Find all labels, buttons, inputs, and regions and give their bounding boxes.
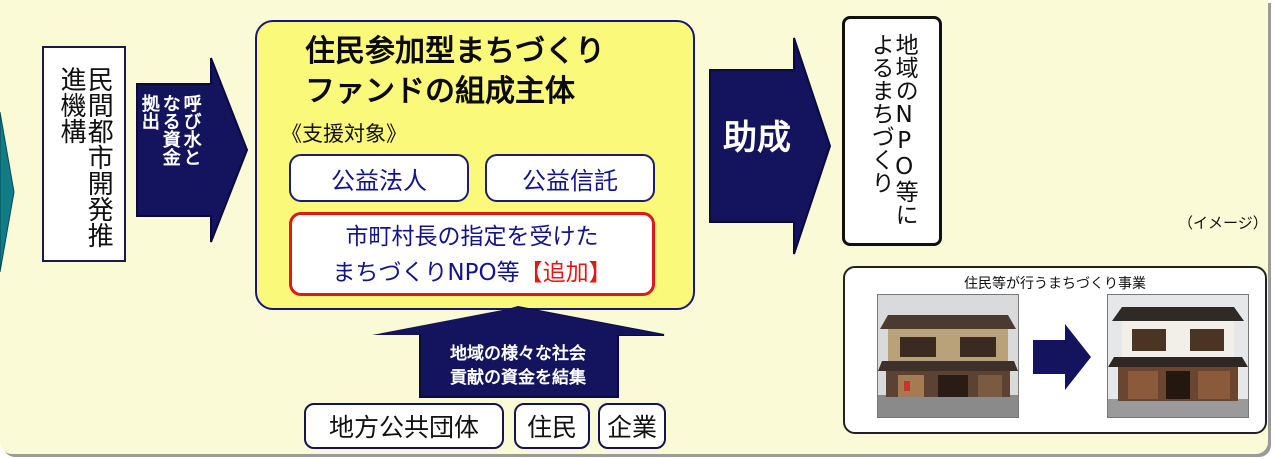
- before-house-image: [878, 295, 1018, 417]
- source-local-government: 地方公共団体: [304, 403, 504, 449]
- promoter-label: 民間都市開発推進機構: [56, 66, 114, 248]
- source-local-government-label: 地方公共団体: [328, 413, 479, 442]
- before-photo: [877, 294, 1019, 418]
- before-after-arrow: [1033, 324, 1091, 390]
- funding-collection-line2: 貢献の資金を結集: [450, 368, 586, 388]
- target-designated-npo-name: まちづくりNPO等: [332, 260, 520, 286]
- funding-collection-arrow: [372, 305, 665, 398]
- source-residents: 住民: [514, 403, 590, 449]
- target-public-corporation: 公益法人: [289, 154, 469, 202]
- target-designated-npo: 市町村長の指定を受けた まちづくりNPO等【追加】: [289, 212, 655, 296]
- after-photo: [1107, 294, 1249, 418]
- after-house-image: [1108, 295, 1248, 417]
- grant-arrow: [709, 37, 832, 255]
- promoter-box: 民間都市開発推進機構: [42, 46, 126, 262]
- incoming-arrow-tip: [0, 112, 15, 272]
- resident-project-box: 住民等が行うまちづくり事業: [843, 266, 1267, 434]
- fund-entity-box: 住民参加型まちづくり ファンドの組成主体 《支援対象》 公益法人 公益信託 市町…: [255, 20, 695, 310]
- seed-funding-line1: 呼び水と: [180, 94, 202, 166]
- fund-title-line1: 住民参加型まちづくり: [305, 34, 605, 69]
- resident-project-title: 住民等が行うまちづくり事業: [964, 276, 1146, 292]
- target-designated-npo-line1: 市町村長の指定を受けた: [345, 224, 599, 250]
- npo-community-label: 地域のNPO等によるまちづくり: [867, 33, 918, 226]
- image-note: （イメージ）: [1178, 214, 1268, 232]
- fund-title-line2: ファンドの組成主体: [305, 74, 575, 109]
- seed-funding-line2: なる資金: [159, 94, 181, 166]
- fund-title: 住民参加型まちづくり ファンドの組成主体: [305, 32, 605, 112]
- source-companies: 企業: [598, 403, 666, 449]
- seed-funding-label: 呼び水と なる資金 拠出: [138, 94, 202, 214]
- seed-funding-arrow: [136, 57, 249, 243]
- seed-funding-line3: 拠出: [138, 94, 160, 130]
- npo-community-box: 地域のNPO等によるまちづくり: [842, 16, 942, 246]
- target-public-trust-label: 公益信託: [522, 166, 618, 195]
- funding-collection-label: 地域の様々な社会 貢献の資金を結集: [420, 342, 616, 390]
- added-tag: 【追加】: [519, 260, 612, 286]
- source-residents-label: 住民: [526, 413, 577, 442]
- source-companies-label: 企業: [606, 413, 657, 442]
- target-public-corporation-label: 公益法人: [331, 166, 427, 195]
- funding-collection-line1: 地域の様々な社会: [450, 344, 586, 364]
- support-target-label: 《支援対象》: [281, 122, 407, 146]
- grant-label: 助成: [723, 118, 791, 158]
- target-public-trust: 公益信託: [485, 154, 655, 202]
- target-designated-npo-line2: まちづくりNPO等【追加】: [292, 255, 652, 291]
